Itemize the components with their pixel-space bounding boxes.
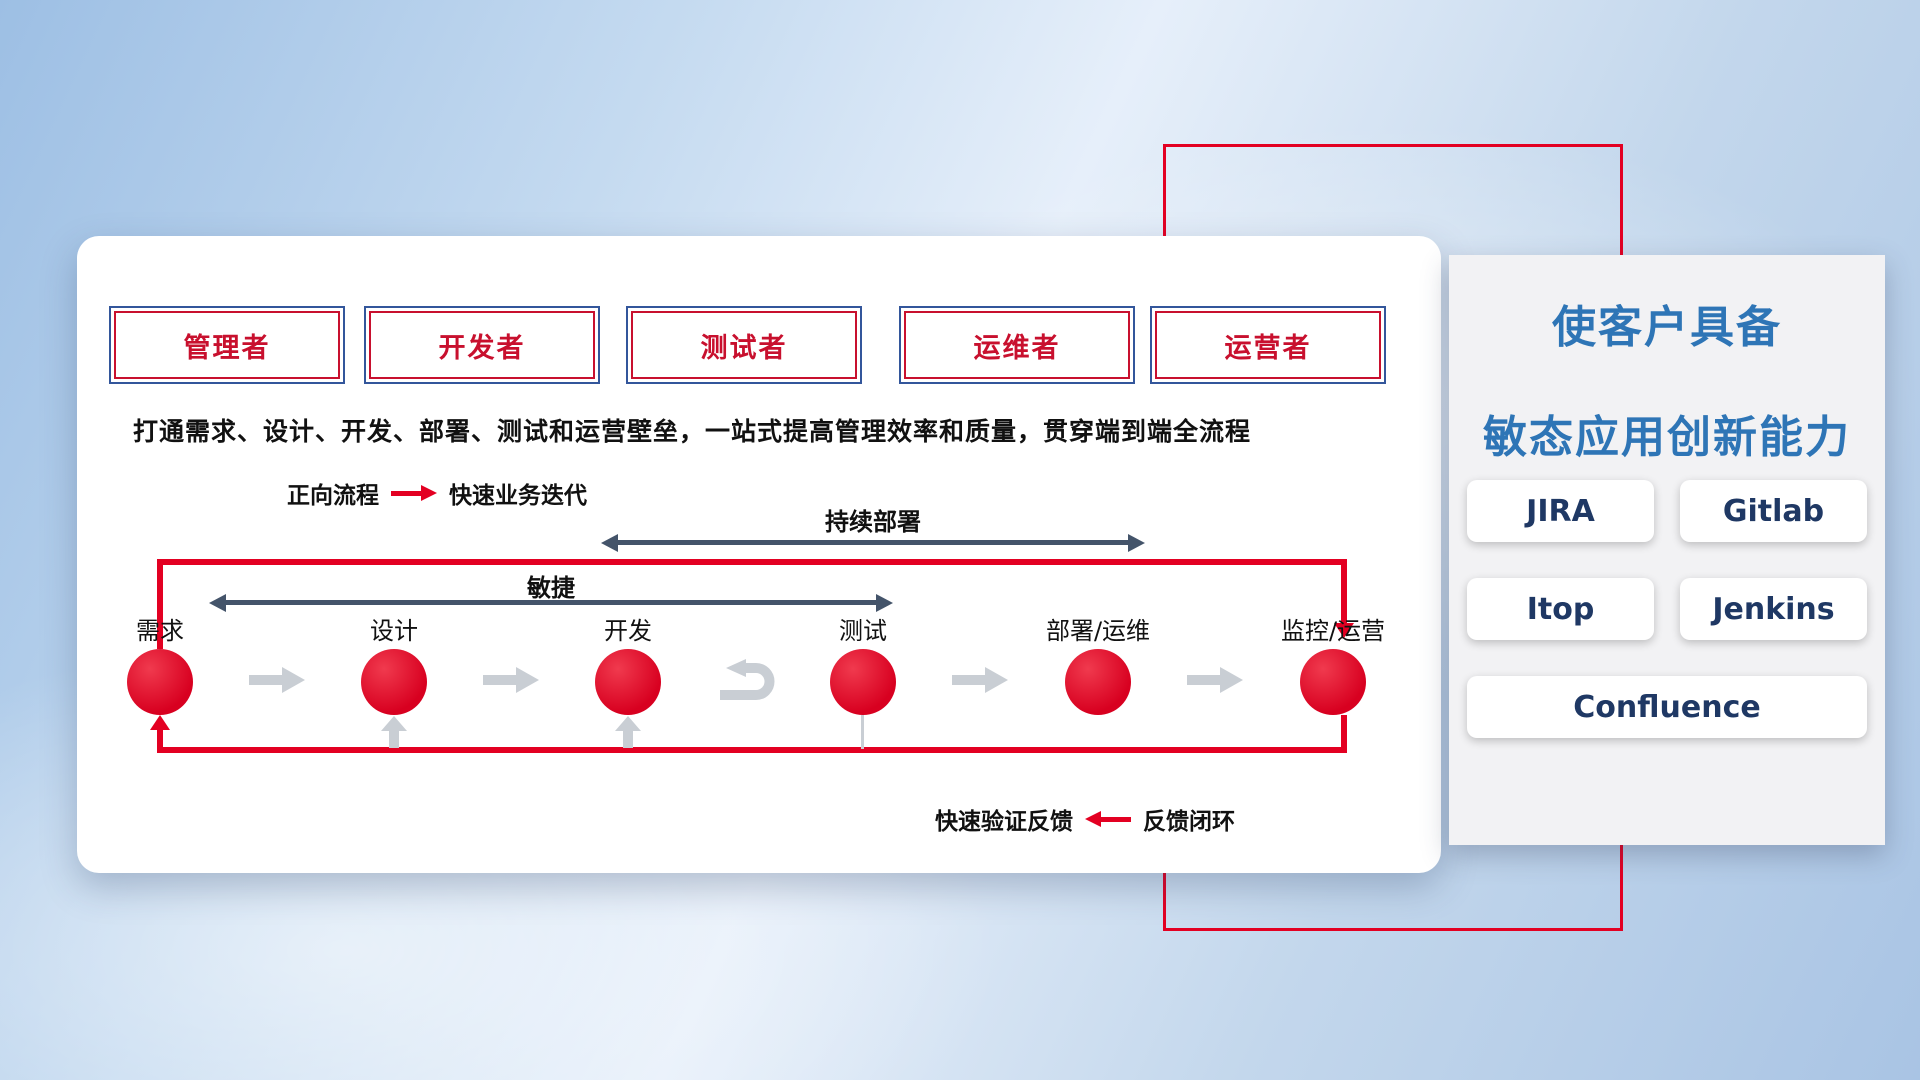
stage-node-icon xyxy=(830,649,896,715)
red-loop-right-bottom-line xyxy=(1341,715,1347,753)
tool-jira: JIRA xyxy=(1467,480,1654,542)
testing-feedback-connector xyxy=(861,715,864,749)
red-loop-up-arrowhead-icon xyxy=(150,715,170,730)
role-label: 测试者 xyxy=(700,332,788,364)
legend-feedback-label: 快速验证反馈 xyxy=(935,809,1073,835)
stage-label: 部署/运维 xyxy=(1045,617,1151,645)
stage-label: 设计 xyxy=(370,617,418,645)
stage-deploy-ops: 部署/运维 xyxy=(1018,617,1178,715)
iteration-loop-arrow-icon xyxy=(720,659,775,700)
devops-flow-panel: 管理者 开发者 测试者 运维者 运营者 打通需求、设计、开发、部署、测试和运营壁… xyxy=(77,236,1441,873)
stage-node-icon xyxy=(1065,649,1131,715)
flow-right-arrow-icon xyxy=(952,667,1008,693)
stage-testing: 测试 xyxy=(783,617,943,715)
stage-node-icon xyxy=(127,649,193,715)
red-loop-top-line xyxy=(157,559,1347,565)
legend-forward-label: 正向流程 xyxy=(287,483,379,509)
red-loop-down-arrowhead-icon xyxy=(1334,623,1354,638)
agile-arrow-icon xyxy=(209,593,893,612)
role-box-manager: 管理者 xyxy=(109,306,345,384)
stage-node-icon xyxy=(361,649,427,715)
role-box-developer: 开发者 xyxy=(364,306,600,384)
stage-requirements: 需求 xyxy=(80,617,240,715)
stage-monitor-operate: 监控/运营 xyxy=(1253,617,1413,715)
legend-feedback-value: 反馈闭环 xyxy=(1143,809,1235,835)
stage-label: 需求 xyxy=(136,617,184,645)
role-label: 管理者 xyxy=(183,332,271,364)
legend-forward-flow: 正向流程 快速业务迭代 xyxy=(287,476,587,510)
role-label: 运维者 xyxy=(973,332,1061,364)
forward-arrow-icon xyxy=(391,485,437,501)
role-box-tester: 测试者 xyxy=(626,306,862,384)
stage-label: 监控/运营 xyxy=(1280,617,1386,645)
agile-label: 敏捷 xyxy=(527,574,575,602)
tool-confluence: Confluence xyxy=(1467,676,1867,738)
role-label: 运营者 xyxy=(1224,332,1312,364)
continuous-deploy-label: 持续部署 xyxy=(825,508,921,536)
legend-feedback-loop: 快速验证反馈 反馈闭环 xyxy=(935,802,1235,836)
feedback-arrow-icon xyxy=(1085,811,1131,827)
legend-forward-value: 快速业务迭代 xyxy=(449,483,587,509)
capability-title-line2: 敏态应用创新能力 xyxy=(1483,412,1851,463)
capability-title-line1: 使客户具备 xyxy=(1552,302,1782,353)
stage-design: 设计 xyxy=(314,617,474,715)
tool-list: JIRA Gitlab Itop Jenkins Confluence xyxy=(1467,480,1867,738)
tool-gitlab: Gitlab xyxy=(1680,480,1867,542)
role-box-ops: 运维者 xyxy=(899,306,1135,384)
flow-right-arrow-icon xyxy=(1187,667,1243,693)
tool-jenkins: Jenkins xyxy=(1680,578,1867,640)
red-loop-left-bottom-line xyxy=(157,728,163,753)
flow-right-arrow-icon xyxy=(249,667,305,693)
role-label: 开发者 xyxy=(438,332,526,364)
flow-description: 打通需求、设计、开发、部署、测试和运营壁垒，一站式提高管理效率和质量，贯穿端到端… xyxy=(133,417,1252,446)
role-box-operator: 运营者 xyxy=(1150,306,1386,384)
stage-node-icon xyxy=(595,649,661,715)
flow-right-arrow-icon xyxy=(483,667,539,693)
stage-node-icon xyxy=(1300,649,1366,715)
red-loop-bottom-line xyxy=(157,747,1347,753)
stage-label: 测试 xyxy=(839,617,887,645)
feedback-up-arrow-icon xyxy=(615,716,641,748)
red-loop-left-top-line xyxy=(157,559,163,649)
stage-label: 开发 xyxy=(604,617,652,645)
capability-panel: 使客户具备 敏态应用创新能力 JIRA Gitlab Itop Jenkins … xyxy=(1449,255,1885,845)
stage-development: 开发 xyxy=(548,617,708,715)
tool-itop: Itop xyxy=(1467,578,1654,640)
red-loop-right-top-line xyxy=(1341,559,1347,623)
feedback-up-arrow-icon xyxy=(381,716,407,748)
continuous-deploy-arrow-icon xyxy=(601,533,1145,552)
